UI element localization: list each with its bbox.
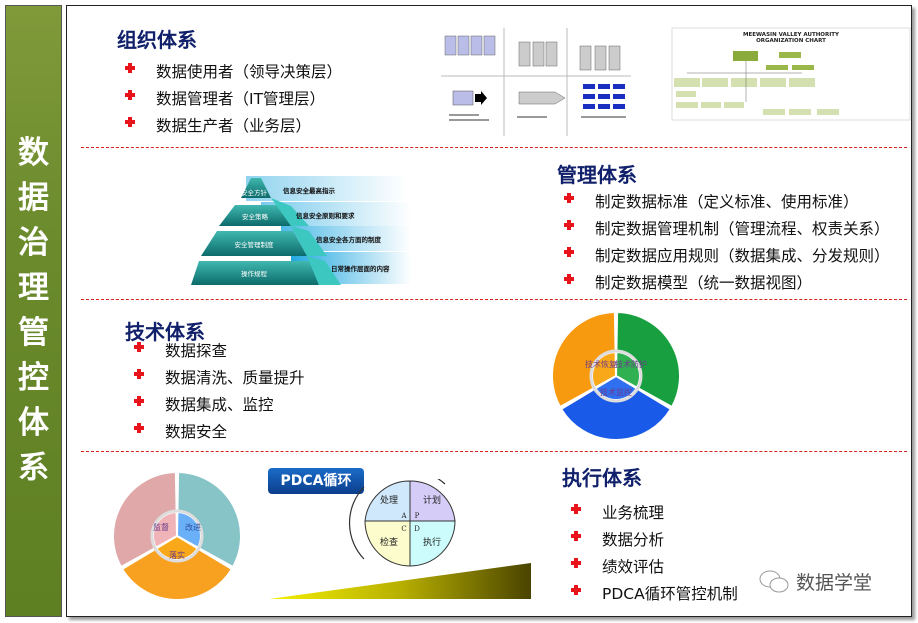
bullet-icon [571,558,581,568]
section-divider [81,299,907,300]
org-chart-image: MEEWASIN VALLEY AUTHORITY ORGANIZATION C… [671,27,911,121]
list-item: 数据清洗、质量提升 [134,366,305,388]
bullet-icon [125,63,135,73]
sidebar-char: 控 [18,360,49,396]
bullet-icon [134,369,144,379]
list-item: 制定数据管理机制（管理流程、权责关系） [564,217,890,239]
svg-text:ORGANIZATION CHART: ORGANIZATION CHART [756,38,826,44]
svg-text:技术监控: 技术监控 [600,387,632,397]
bullet-icon [571,531,581,541]
svg-text:信息安全最高指示: 信息安全最高指示 [283,186,336,195]
bullet-icon [564,220,574,230]
list-item: 数据分析 [571,528,664,550]
svg-text:技术恢复: 技术恢复 [585,359,617,369]
svg-text:操作规程: 操作规程 [241,269,268,278]
list-item: 绩效评估 [571,555,664,577]
content-panel: 组织体系 数据使用者（领导决策层） 数据管理者（IT管理层） 数据生产者（业务层… [66,5,912,617]
bullet-icon [134,396,144,406]
sidebar-char: 体 [18,405,49,441]
sidebar-char: 治 [18,225,49,261]
svg-text:技术防护: 技术防护 [615,359,647,369]
org-structure-diagram [441,28,631,136]
tech-wheel-diagram: 技术恢复 技术防护 技术监控 [551,310,681,441]
svg-text:安全策略: 安全策略 [242,212,269,221]
bullet-icon [125,117,135,127]
sidebar-char: 系 [18,450,49,486]
list-item: 制定数据模型（统一数据视图） [564,271,812,293]
list-item: 业务梳理 [571,501,664,523]
list-item: 制定数据标准（定义标准、使用标准） [564,190,859,212]
svg-text:信息安全各方面的制度: 信息安全各方面的制度 [316,235,382,244]
svg-text:监督: 监督 [153,522,169,532]
bullet-icon [564,193,574,203]
sidebar-title: 数 据 治 理 管 控 体 系 [5,5,62,617]
wechat-icon [759,570,789,592]
svg-text:安全管理制度: 安全管理制度 [235,240,275,249]
svg-text:MEEWASIN VALLEY AUTHORITY: MEEWASIN VALLEY AUTHORITY [743,32,840,38]
sidebar-char: 理 [18,270,49,306]
svg-text:安全方针: 安全方针 [241,188,268,197]
svg-text:C: C [401,525,406,533]
watermark: 数据学堂 [758,568,872,595]
bullet-icon [571,504,581,514]
svg-text:落实: 落实 [169,550,185,560]
list-item: PDCA循环管控机制 [571,582,738,604]
list-item: 数据安全 [134,420,227,442]
list-item: 数据集成、监控 [134,393,274,415]
bullet-icon [564,274,574,284]
bullet-icon [571,585,581,595]
list-item: 制定数据应用规则（数据集成、分发规则） [564,244,890,266]
svg-text:检查: 检查 [380,536,398,548]
bullet-icon [564,247,574,257]
svg-text:P: P [415,512,420,520]
list-item: 数据生产者（业务层） [125,114,311,136]
list-item: 数据使用者（领导决策层） [125,60,342,82]
section-divider [81,451,907,452]
bullet-icon [125,90,135,100]
pdca-label: PDCA循环 [268,468,364,494]
svg-text:处理: 处理 [380,494,398,506]
svg-text:改进: 改进 [185,522,201,532]
list-item: 数据管理者（IT管理层） [125,87,325,109]
list-item: 数据探查 [134,339,227,361]
section-title-exec: 执行体系 [562,466,642,490]
section-title-mgmt: 管理体系 [557,163,637,187]
management-wheel-diagram: 监督 改进 落实 [112,470,242,601]
watermark-text: 数据学堂 [796,572,873,594]
section-divider [81,147,907,148]
section-title-tech: 技术体系 [125,320,205,344]
bullet-icon [134,342,144,352]
section-title-org: 组织体系 [117,28,197,52]
bullet-icon [134,423,144,433]
wheel-ring [150,509,204,563]
svg-text:D: D [414,525,420,533]
svg-text:A: A [400,512,407,520]
sidebar-char: 管 [18,315,49,351]
sidebar-char: 数 [18,135,49,171]
svg-text:计划: 计划 [423,494,441,506]
svg-text:信息安全原则和要求: 信息安全原则和要求 [296,211,355,220]
sidebar-char: 据 [18,180,49,216]
wheel-ring [589,349,643,403]
svg-text:日常操作层面的内容: 日常操作层面的内容 [331,264,390,273]
svg-text:执行: 执行 [423,536,441,548]
